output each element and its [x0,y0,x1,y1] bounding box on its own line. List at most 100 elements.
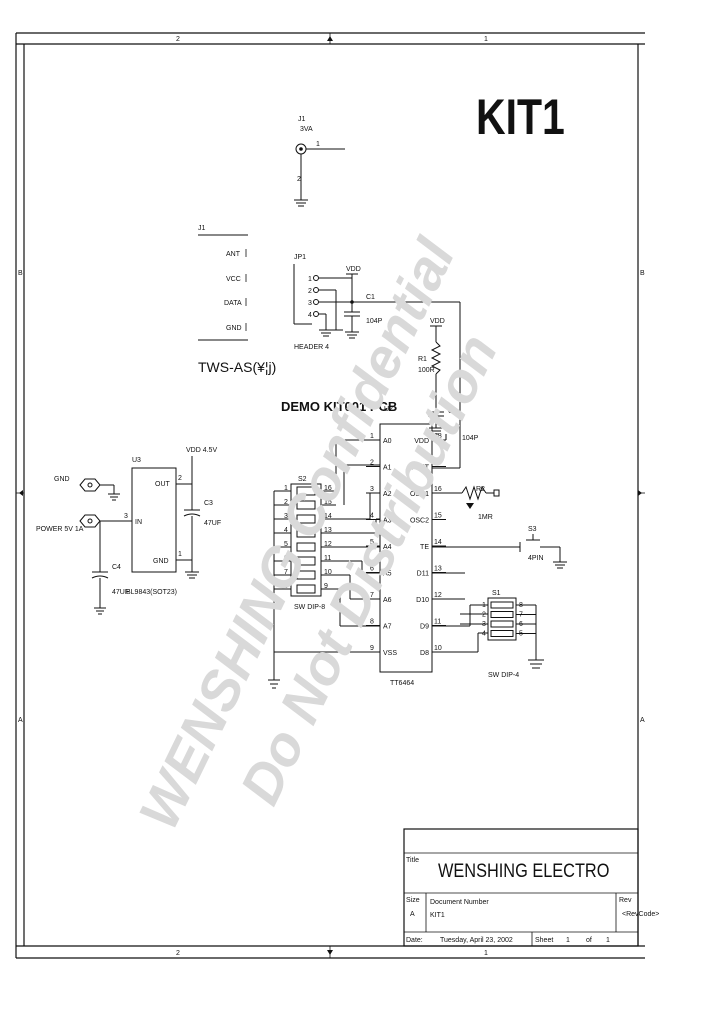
of-label: of [586,937,592,944]
s2-left-pin-number: 2 [284,499,288,506]
zone-marker-bottom-1: 1 [484,950,488,957]
u2-right-pin-number: 10 [434,645,442,652]
j1-tws-module: J1 ANT VCC DATA GND TWS-AS(¥­¦j) [198,225,276,375]
u2-left-pin-name: A4 [383,544,392,551]
rev-label: Rev [619,897,632,904]
u2-right-pin-number: 14 [434,539,442,546]
c4-ref: C4 [112,564,121,571]
u2-left-pin-name: A7 [383,624,392,631]
power-section: GND POWER 5V 1A C4 47UF U3 OUT IN GND 3 … [36,447,221,615]
s2-part: SW DIP-8 [294,604,325,611]
vdd-label-jp1: VDD [346,266,361,273]
r2-ref: R2 [476,486,485,493]
doc-number: KIT1 [430,912,445,919]
s2-switch-actuator [296,528,316,538]
s2-right-pin-number: 14 [324,513,332,520]
size-label: Size [406,897,420,904]
zone-marker-side-b-left: B [18,270,23,277]
s2-left-pin-number: 6 [284,555,288,562]
s3-ref: S3 [528,526,537,533]
date-value: Tuesday, April 23, 2002 [440,937,513,944]
jp1-pin2: 2 [308,288,312,295]
j1-module-ref: J1 [198,225,206,232]
s2-switch-actuator [296,556,316,566]
s2-left-pin-number: 1 [284,485,288,492]
s1-switch-actuator [490,601,514,609]
zone-marker-side-a-left: A [18,717,23,724]
s1-right-pin-number: 7 [519,612,523,619]
j1-pin-vcc: VCC [226,276,241,283]
u2-left-pin-number: 8 [370,619,374,626]
jp1-pin4: 4 [308,312,312,319]
doc-number-label: Document Number [430,899,489,906]
vdd-45v-label: VDD 4.5V [186,447,217,454]
u2-left-pin-name: A0 [383,438,392,445]
u2-encoder-ic: U2 TT6464 [379,406,433,687]
u3-gnd: GND [153,558,169,565]
s2-left-pin-number: 5 [284,541,288,548]
s2-switch-actuator [296,500,316,510]
s2-left-pin-number: 7 [284,569,288,576]
u2-left-pin-name: A2 [383,491,392,498]
board-title: DEMO KIT001 PCB [281,399,397,414]
u2-right-wiring: R2 1MR S3 4PIN [432,434,567,653]
s2-switch-actuator [296,570,316,580]
j1-top-connector: J1 3VA 1 2 [294,116,345,207]
sheet-label: Sheet [535,937,553,944]
s2-switch-actuator [296,514,316,524]
s1-right-pin-number: 8 [519,602,523,609]
s2-left-pin-number: 8 [284,583,288,590]
r2-value: 1MR [478,514,493,521]
u2-right-pin-name: TE [420,544,429,551]
s2-dip-switch: S2 SW DIP-8 [290,476,325,611]
s2-right-pin-number: 9 [324,583,328,590]
u2-right-pin-name: OSC2 [410,518,429,525]
u3-in: IN [135,519,142,526]
rev-value: <RevCode> [622,911,659,918]
u2-left-pin-name: VSS [383,650,397,657]
u2-left-pin-number: 6 [370,566,374,573]
c1-ref: C1 [366,294,375,301]
j1-pin-gnd: GND [226,325,242,332]
u2-part: TT6464 [390,680,414,687]
u2-left-pin-number: 9 [370,645,374,652]
u2-right-pin-number: 15 [434,513,442,520]
s2-right-pin-number: 16 [324,485,332,492]
size-value: A [410,911,415,918]
s2-switch-actuator [296,584,316,594]
s1-left-pin-number: 1 [482,602,486,609]
zone-marker-bottom-2: 2 [176,950,180,957]
s1-right-pin-number: 5 [519,631,523,638]
s1-switch-actuator [490,630,514,637]
c2-ref: C2 [448,408,457,415]
u2-left-pin-name: A6 [383,597,392,604]
s2-left-pin-number: 3 [284,513,288,520]
s2-right-pin-number: 11 [324,555,331,562]
title-value: WENSHING ELECTRO [438,860,609,881]
jp1-part: HEADER 4 [294,344,329,351]
c4-value: 47UF [112,589,129,596]
s1-left-pin-number: 2 [482,612,486,619]
u2-left-pin-number: 1 [370,433,374,440]
u2-left-pin-number: 3 [370,486,374,493]
u2-right-pin-name: D9 [420,624,429,631]
sheet-number: 1 [566,937,570,944]
s1-left-pin-number: 3 [482,621,486,628]
j1-pin-data: DATA [224,300,242,307]
u2-left-pin-number: 7 [370,592,374,599]
sheet-total: 1 [606,937,610,944]
s2-right-pin-number: 10 [324,569,332,576]
u2-right-pin-name: OSC1 [410,491,429,498]
s2-switch-actuator [296,486,316,496]
u2-right-pin-number: 18 [434,433,442,440]
gnd-label: GND [54,476,70,483]
jp1-header: JP1 1 2 3 4 HEADER 4 VDD C1 104P [293,254,460,351]
u2-right-pin-name: D10 [416,597,429,604]
sheet-frame: 2 1 2 1 B B A A [15,32,645,959]
u2-left-pin-number: 2 [370,460,374,467]
s1-right-pin-number: 6 [519,621,523,628]
r1-c2-network: VDD R1 100R C2 104P [418,302,479,469]
u2-right-pin-number: 17 [434,460,442,467]
u3-part: BL9843(SOT23) [126,589,177,596]
